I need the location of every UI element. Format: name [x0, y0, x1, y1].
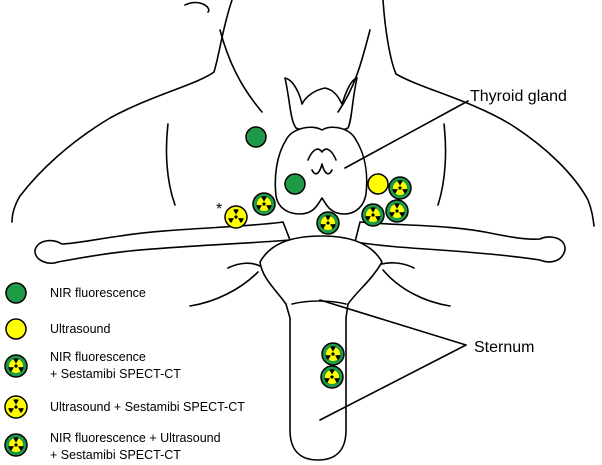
legend-label: NIR fluorescence + Ultrasound	[50, 431, 221, 445]
legend-item-all: NIR fluorescence + Ultrasound + Sestamib…	[4, 431, 221, 462]
thyroid-gland-label: Thyroid gland	[470, 88, 567, 105]
marker-nir	[245, 126, 267, 148]
marker-nir-sestamibi	[361, 203, 385, 227]
marker-nir-sestamibi	[388, 176, 412, 200]
legend-marker-all-icon	[4, 433, 28, 457]
marker-us-sestamibi	[224, 205, 248, 229]
legend-label-line2: + Sestamibi SPECT-CT	[50, 367, 181, 381]
clavicle-right	[354, 221, 566, 263]
legend-item-us-sestamibi: Ultrasound + Sestamibi SPECT-CT	[4, 395, 245, 419]
legend-label: Ultrasound + Sestamibi SPECT-CT	[50, 400, 245, 414]
thyroid-gland-shape	[274, 126, 368, 215]
marker-nir-sestamibi	[385, 199, 409, 223]
legend-label: Ultrasound	[50, 322, 110, 336]
markers	[224, 126, 412, 389]
clavicle-left	[34, 221, 291, 265]
legend-item-nir-sestamibi: NIR fluorescence + Sestamibi SPECT-CT	[4, 350, 181, 381]
marker-nir-sestamibi	[316, 211, 340, 235]
legend-marker-us-sestamibi-icon	[4, 395, 28, 419]
legend-label: NIR fluorescence	[50, 350, 146, 364]
legend-item-nir: NIR fluorescence	[5, 282, 146, 304]
legend-marker-nir-icon	[5, 282, 27, 304]
sternum-label: Sternum	[474, 339, 534, 356]
sternum-callout-line	[319, 299, 467, 421]
marker-nir-sestamibi	[320, 365, 344, 389]
legend-marker-ultrasound-icon	[5, 318, 27, 340]
marker-nir-sestamibi	[321, 342, 345, 366]
legend-label: NIR fluorescence	[50, 286, 146, 300]
sternum-shape	[259, 235, 383, 461]
marker-nir-sestamibi	[252, 192, 276, 216]
legend-marker-nir-sestamibi-icon	[4, 354, 28, 378]
ribs	[189, 271, 259, 307]
thyroid-callout-line	[344, 100, 469, 169]
neck-outline	[11, 0, 595, 227]
larynx	[284, 77, 358, 135]
legend-label-line2: + Sestamibi SPECT-CT	[50, 448, 181, 462]
marker-ultrasound	[367, 173, 389, 195]
asterisk-mark: *	[216, 201, 222, 218]
legend-item-ultrasound: Ultrasound	[5, 318, 110, 340]
marker-nir	[284, 173, 306, 195]
legend: NIR fluorescence Ultrasound NIR fluoresc…	[4, 282, 245, 462]
